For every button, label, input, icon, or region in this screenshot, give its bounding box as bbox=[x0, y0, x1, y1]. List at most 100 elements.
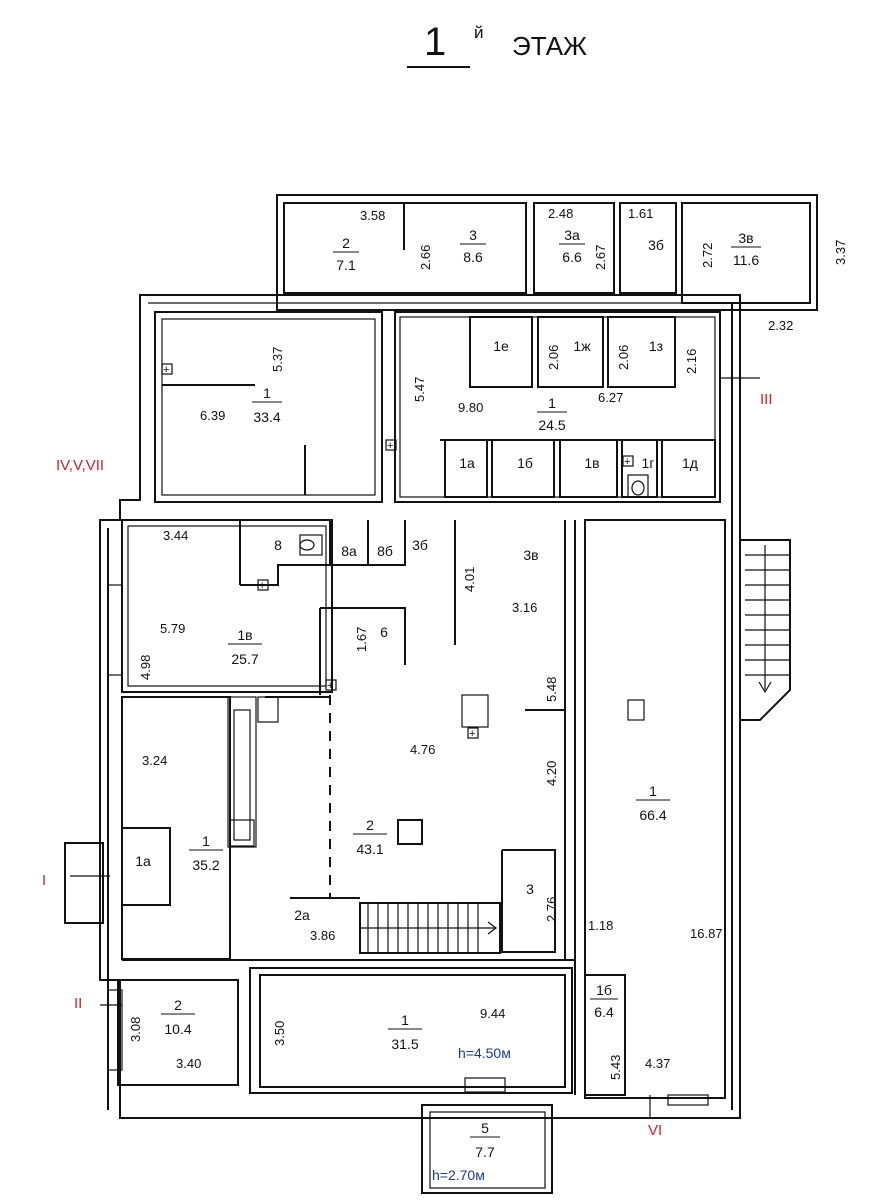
room-label: 2а bbox=[294, 907, 310, 923]
room-label: 1 35.2 bbox=[189, 833, 223, 873]
dimension-label: 3.24 bbox=[142, 753, 167, 768]
stairs-icon bbox=[740, 539, 791, 721]
room-label: 1з bbox=[649, 338, 663, 354]
room-label: 8б bbox=[377, 543, 393, 559]
section-marks: IV,V,VII III I II VI bbox=[42, 377, 773, 1139]
svg-text:1: 1 bbox=[401, 1012, 409, 1028]
svg-text:+: + bbox=[163, 364, 169, 376]
room-label: 3 8.6 bbox=[460, 227, 486, 265]
svg-text:3: 3 bbox=[469, 227, 477, 243]
svg-text:7.7: 7.7 bbox=[475, 1144, 495, 1160]
svg-text:1: 1 bbox=[548, 395, 556, 411]
title-text: ЭТАЖ bbox=[512, 31, 587, 61]
dimension-label: 6.39 bbox=[200, 408, 225, 423]
svg-text:+: + bbox=[624, 456, 630, 468]
room-label: 1в 25.7 bbox=[228, 627, 262, 667]
dimension-label: 5.79 bbox=[160, 621, 185, 636]
title-number: 1 bbox=[424, 20, 446, 64]
svg-text:8.6: 8.6 bbox=[463, 249, 483, 265]
ceiling-heights: h=4.50м h=2.70м bbox=[432, 1045, 511, 1183]
svg-text:33.4: 33.4 bbox=[253, 409, 280, 425]
height-label: h=4.50м bbox=[458, 1045, 511, 1061]
room-label: 1 66.4 bbox=[636, 783, 670, 823]
dimension-label: 3.50 bbox=[272, 1021, 287, 1046]
page-title: 1 й ЭТАЖ bbox=[407, 20, 587, 68]
section-mark: II bbox=[74, 995, 82, 1012]
room-label: 2 7.1 bbox=[333, 235, 359, 273]
svg-text:+: + bbox=[469, 728, 475, 740]
room-label: 3б bbox=[648, 237, 664, 253]
dimension-label: 3.44 bbox=[163, 528, 188, 543]
dimension-label: 9.80 bbox=[458, 400, 483, 415]
svg-text:+: + bbox=[387, 440, 393, 452]
room-label: 1е bbox=[493, 338, 509, 354]
dimension-label: 3.40 bbox=[176, 1056, 201, 1071]
svg-text:1б: 1б bbox=[596, 982, 612, 998]
svg-text:2: 2 bbox=[174, 997, 182, 1013]
dimension-label: 2.16 bbox=[684, 349, 699, 374]
room-label: 1б bbox=[517, 455, 533, 471]
svg-text:24.5: 24.5 bbox=[538, 417, 565, 433]
room-label: 3а 6.6 bbox=[559, 227, 585, 265]
room-label: 1б 6.4 bbox=[590, 982, 618, 1020]
toilet-icon bbox=[299, 534, 323, 556]
walls bbox=[64, 194, 818, 1194]
stairs-icon bbox=[360, 903, 497, 953]
svg-text:+: + bbox=[327, 680, 333, 692]
section-mark: I bbox=[42, 872, 46, 889]
dimension-label: 2.06 bbox=[616, 345, 631, 370]
room-label: 1а bbox=[135, 853, 151, 869]
svg-text:7.1: 7.1 bbox=[336, 257, 356, 273]
room-label: 3б bbox=[412, 537, 428, 553]
room-label: 3в bbox=[523, 547, 538, 563]
svg-text:66.4: 66.4 bbox=[639, 807, 666, 823]
svg-text:3в: 3в bbox=[738, 230, 753, 246]
room-label: 5 7.7 bbox=[470, 1120, 500, 1160]
dimension-label: 3.08 bbox=[128, 1017, 143, 1042]
dimension-label: 9.44 bbox=[480, 1006, 505, 1021]
dimension-label: 5.48 bbox=[544, 677, 559, 702]
dimension-label: 1.18 bbox=[588, 918, 613, 933]
dimension-label: 4.98 bbox=[138, 655, 153, 680]
room-label: 6 bbox=[380, 624, 388, 640]
dimension-label: 2.67 bbox=[593, 245, 608, 270]
svg-text:11.6: 11.6 bbox=[733, 252, 759, 268]
svg-text:31.5: 31.5 bbox=[391, 1036, 418, 1052]
svg-text:1: 1 bbox=[649, 783, 657, 799]
dimension-label: 2.66 bbox=[418, 245, 433, 270]
room-label: 1ж bbox=[573, 338, 591, 354]
svg-text:6.4: 6.4 bbox=[594, 1004, 614, 1020]
svg-text:43.1: 43.1 bbox=[356, 841, 383, 857]
dimension-label: 4.37 bbox=[645, 1056, 670, 1071]
dimension-label: 4.20 bbox=[544, 761, 559, 786]
room-label: 3в 11.6 bbox=[731, 230, 761, 268]
dimension-label: 4.01 bbox=[462, 567, 477, 592]
title-suffix: й bbox=[474, 23, 484, 42]
section-mark: IV,V,VII bbox=[56, 457, 104, 474]
dimension-label: 1.61 bbox=[628, 206, 653, 221]
plus-marker-icon: + + + + + + bbox=[161, 363, 634, 740]
svg-text:25.7: 25.7 bbox=[231, 651, 258, 667]
room-label: 1д bbox=[682, 455, 698, 471]
svg-text:1в: 1в bbox=[237, 627, 252, 643]
svg-text:1: 1 bbox=[263, 385, 271, 401]
room-label: 2 43.1 bbox=[353, 817, 387, 857]
room-label: 8 bbox=[274, 537, 282, 553]
height-label: h=2.70м bbox=[432, 1167, 485, 1183]
dimension-label: 3.86 bbox=[310, 928, 335, 943]
room-label: 1а bbox=[459, 455, 475, 471]
dimension-label: 2.72 bbox=[700, 243, 715, 268]
dimension-label: 2.48 bbox=[548, 206, 573, 221]
svg-text:35.2: 35.2 bbox=[192, 857, 219, 873]
svg-text:+: + bbox=[259, 580, 265, 592]
svg-text:2: 2 bbox=[342, 235, 350, 251]
room-label: 1 24.5 bbox=[537, 395, 567, 433]
dimension-label: 16.87 bbox=[690, 926, 723, 941]
room-label: 2 10.4 bbox=[161, 997, 195, 1037]
dimension-label: 2.32 bbox=[768, 318, 793, 333]
dimension-label: 5.37 bbox=[270, 347, 285, 372]
dimension-label: 1.67 bbox=[354, 627, 369, 652]
dimension-labels: 3.58 2.66 2.48 2.67 1.61 2.72 3.37 2.32 … bbox=[128, 206, 848, 1080]
room-label: 1 33.4 bbox=[252, 385, 282, 425]
